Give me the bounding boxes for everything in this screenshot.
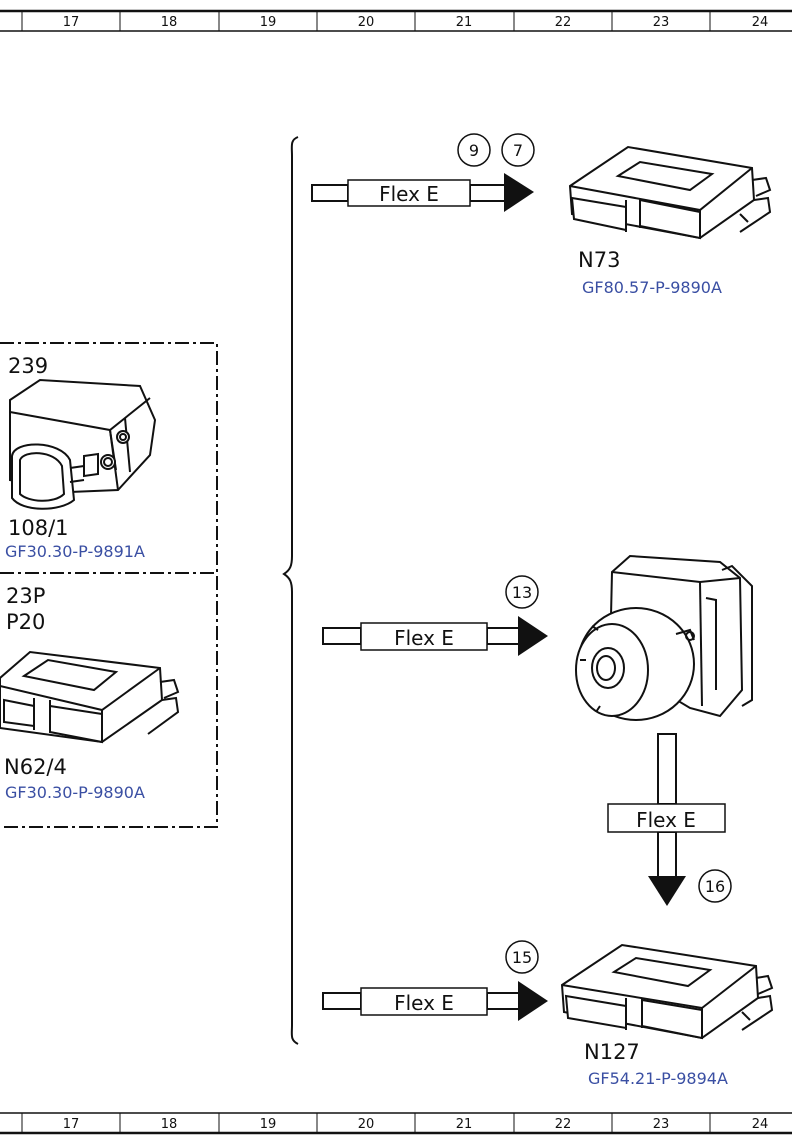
ruler-bottom-19: 19 [260,1117,277,1132]
callout-16: 16 [705,877,725,896]
left-bottom-ref-link[interactable]: GF30.30-P-9890A [5,783,145,802]
left-bottom-name-2: P20 [6,610,45,634]
flex-e-label: Flex E [636,808,696,832]
ruler-top-21: 21 [456,15,473,30]
callout-circle [698,869,732,903]
ruler-top-19: 19 [260,15,277,30]
n73-name: N73 [578,248,620,272]
ruler-bottom-20: 20 [358,1117,375,1132]
flex-e-label-box [360,622,488,651]
callout-circle [501,133,535,167]
flex-e-connection-motor: Flex E 13 [322,575,548,656]
ruler-top-23: 23 [653,15,670,30]
callout-13: 13 [512,583,532,602]
motor-module-icon [575,554,753,721]
flex-e-connection-vertical: Flex E 16 [607,733,732,906]
n127-ref-link[interactable]: GF54.21-P-9894A [588,1069,728,1088]
sensor-module-icon [9,378,157,510]
left-top-ref-link[interactable]: GF30.30-P-9891A [5,542,145,561]
flex-e-label: Flex E [394,991,454,1015]
top-ruler: 17 18 19 20 21 22 23 24 [0,9,792,32]
control-unit-n127-icon [560,943,774,1040]
ruler-top-20: 20 [358,15,375,30]
callout-circle [505,575,539,609]
n127-name: N127 [584,1040,640,1064]
left-bottom-name-3: N62/4 [4,755,67,779]
arrow-head [518,616,548,656]
control-unit-n73-icon [568,145,772,240]
ruler-bottom-23: 23 [653,1117,670,1132]
ruler-bottom-17: 17 [63,1117,80,1132]
callout-7: 7 [513,141,523,160]
callout-circle [505,940,539,974]
control-unit-n62-icon [0,650,180,744]
ruler-top-17: 17 [63,15,80,30]
left-bottom-name: 23P [6,584,45,608]
ruler-bottom-24: 24 [752,1117,769,1132]
bottom-ruler: 17 18 19 20 21 22 23 24 [0,1112,792,1135]
flex-e-label-box [347,179,471,207]
ruler-bottom-22: 22 [555,1117,572,1132]
ruler-bottom-18: 18 [161,1117,178,1132]
callout-9: 9 [469,141,479,160]
left-top-name-2: 108/1 [8,516,69,540]
left-top-name: 239 [8,354,48,378]
n73-ref-link[interactable]: GF80.57-P-9890A [582,278,722,297]
flex-e-label: Flex E [394,626,454,650]
ruler-top-24: 24 [752,15,769,30]
ruler-bottom-21: 21 [456,1117,473,1132]
arrow-head [518,981,548,1021]
flex-e-label-box [607,803,726,833]
arrow-head [648,876,686,906]
flex-e-connection-n127: Flex E 15 [322,940,548,1021]
flex-e-label-box [360,987,488,1016]
ruler-top-18: 18 [161,15,178,30]
grouping-brace [282,136,299,1045]
callout-15: 15 [512,948,532,967]
arrow-head [504,173,534,212]
ruler-top-22: 22 [555,15,572,30]
callout-circle [457,133,491,167]
flex-e-connection-n73: Flex E 9 7 [311,133,535,212]
left-dashed-frame [0,342,218,828]
flex-e-label: Flex E [379,182,439,206]
